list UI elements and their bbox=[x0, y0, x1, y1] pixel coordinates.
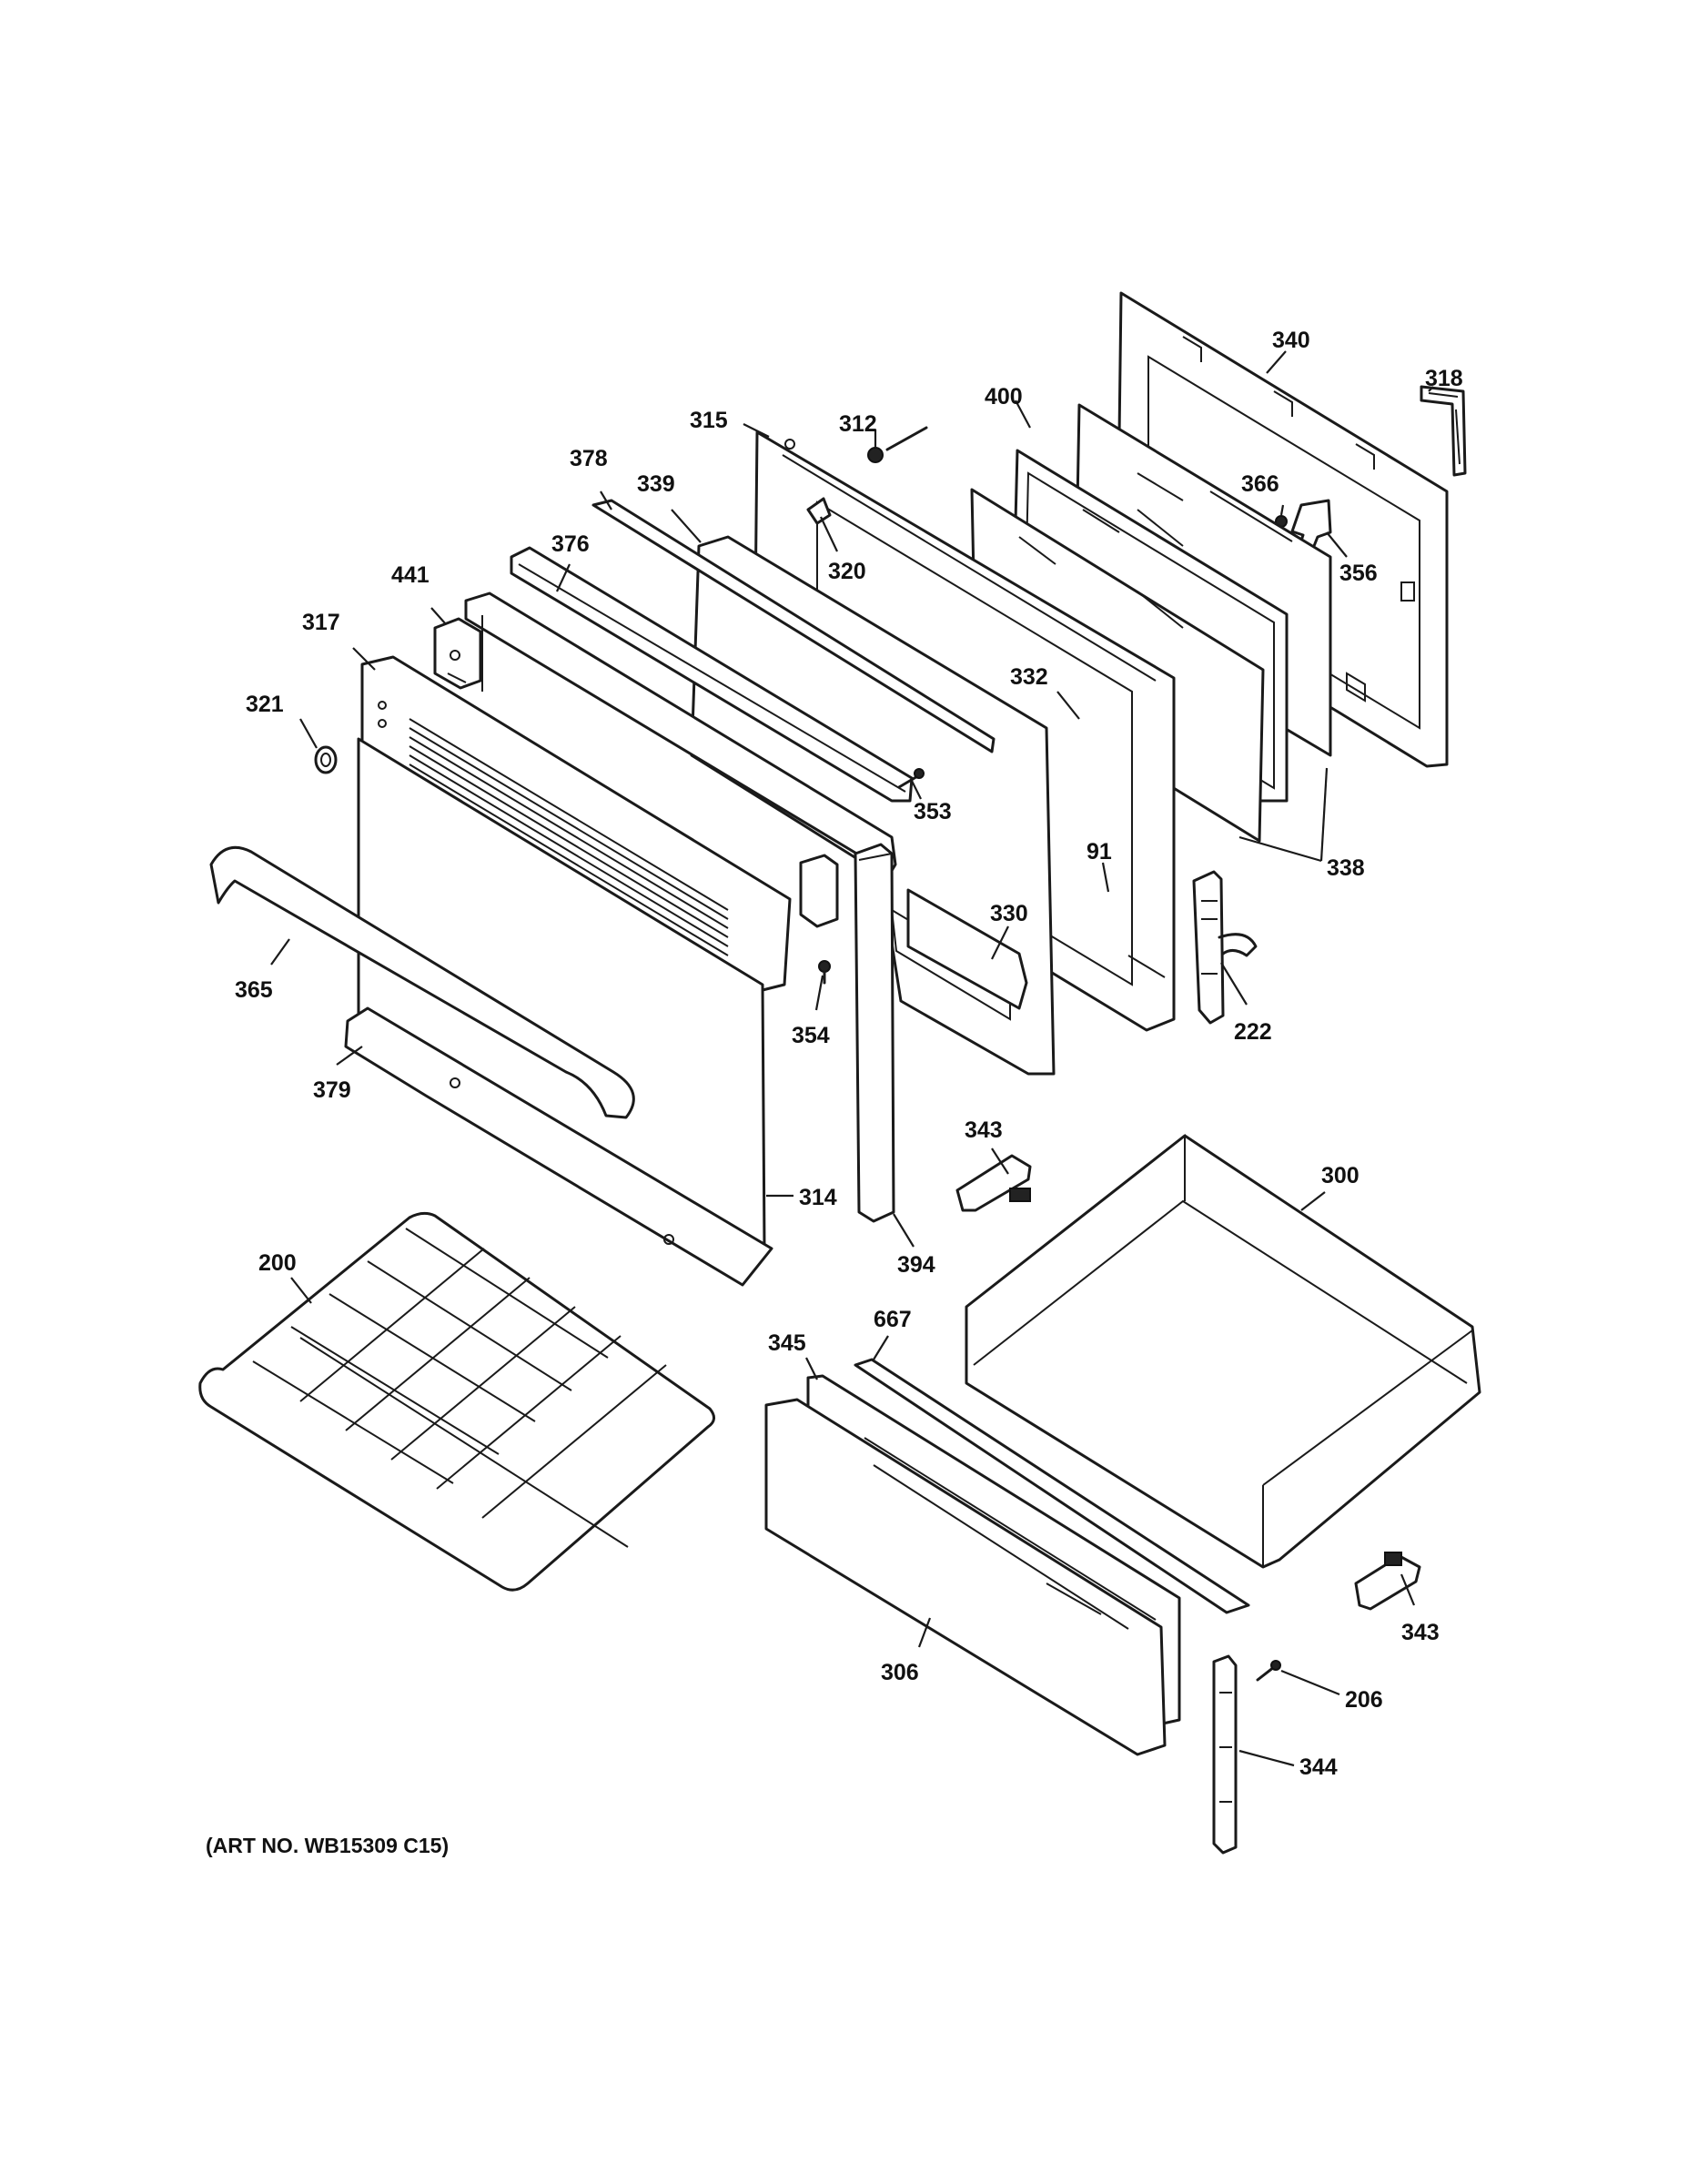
part-376-channel bbox=[510, 546, 914, 803]
callout-400: 400 bbox=[985, 384, 1023, 410]
callout-343-upper: 343 bbox=[965, 1117, 1003, 1143]
callout-300: 300 bbox=[1321, 1163, 1359, 1188]
callout-206: 206 bbox=[1345, 1687, 1383, 1713]
callout-353: 353 bbox=[914, 799, 952, 824]
callout-330: 330 bbox=[990, 901, 1028, 926]
part-667-gasket bbox=[854, 1358, 1250, 1614]
callout-376: 376 bbox=[551, 531, 590, 557]
callout-332: 332 bbox=[1010, 664, 1048, 690]
callout-356: 356 bbox=[1339, 561, 1378, 586]
part-318-clip bbox=[1420, 385, 1467, 477]
callout-338: 338 bbox=[1327, 855, 1365, 881]
part-200-oven-rack bbox=[198, 1211, 715, 1592]
callout-200: 200 bbox=[258, 1250, 297, 1276]
part-320-guide bbox=[806, 497, 832, 525]
callout-314: 314 bbox=[799, 1185, 837, 1210]
callout-91: 91 bbox=[1087, 839, 1112, 864]
callout-343-lower: 343 bbox=[1401, 1620, 1440, 1645]
callout-354: 354 bbox=[792, 1023, 830, 1048]
part-222-hinge bbox=[1192, 870, 1258, 1025]
part-379-bottom-trim bbox=[344, 1006, 773, 1287]
callout-441: 441 bbox=[391, 562, 430, 588]
callout-315: 315 bbox=[690, 408, 728, 433]
part-353-screw bbox=[897, 768, 925, 789]
leader-lines bbox=[270, 350, 1434, 1767]
callout-306: 306 bbox=[881, 1660, 919, 1685]
part-321-button bbox=[314, 745, 338, 774]
part-312-screw bbox=[867, 426, 928, 463]
callout-222: 222 bbox=[1234, 1019, 1272, 1045]
callout-340: 340 bbox=[1272, 328, 1310, 353]
part-317-vent-panel bbox=[360, 655, 792, 992]
art-number-caption: (ART NO. WB15309 C15) bbox=[206, 1834, 449, 1857]
callout-labels: 340 318 315 312 400 378 339 366 356 320 … bbox=[235, 328, 1463, 1780]
callout-312: 312 bbox=[839, 411, 877, 437]
callout-378: 378 bbox=[570, 446, 608, 471]
part-300-drawer-box bbox=[965, 1133, 1481, 1569]
callout-344: 344 bbox=[1299, 1754, 1338, 1780]
part-343-slide-lower bbox=[1354, 1552, 1421, 1611]
callout-321: 321 bbox=[246, 692, 284, 717]
part-343-slide-upper bbox=[955, 1154, 1032, 1212]
part-354-screw bbox=[818, 960, 831, 985]
callout-366: 366 bbox=[1241, 471, 1279, 497]
callout-667: 667 bbox=[874, 1307, 912, 1332]
callout-394: 394 bbox=[897, 1252, 935, 1278]
part-394-side-trim bbox=[799, 843, 895, 1223]
part-441-hinge-bracket bbox=[433, 617, 482, 690]
part-365-door-handle bbox=[209, 845, 635, 1119]
part-344-rail bbox=[1212, 1654, 1238, 1855]
callout-345: 345 bbox=[768, 1330, 806, 1356]
part-206-screw bbox=[1256, 1660, 1281, 1682]
part-378-strip bbox=[591, 499, 996, 753]
callout-317: 317 bbox=[302, 610, 340, 635]
callout-320: 320 bbox=[828, 559, 866, 584]
callout-318: 318 bbox=[1425, 366, 1463, 391]
callout-339: 339 bbox=[637, 471, 675, 497]
callout-379: 379 bbox=[313, 1077, 351, 1103]
callout-365: 365 bbox=[235, 977, 273, 1003]
part-306-drawer-front bbox=[764, 1398, 1167, 1756]
